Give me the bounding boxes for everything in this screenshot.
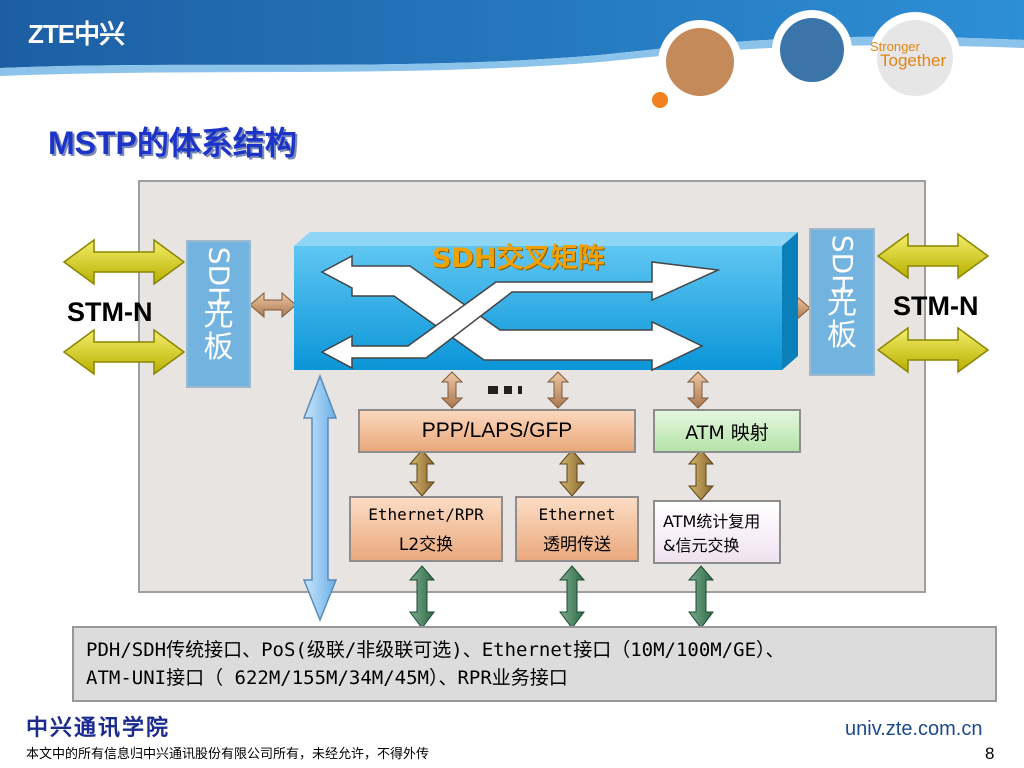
- sdh-board-left-top: SDH: [202, 246, 236, 308]
- footer-url[interactable]: univ.zte.com.cn: [845, 718, 983, 740]
- yellow-arrow-left-top: [62, 238, 186, 286]
- ethernet-rpr-line1: Ethernet/RPR: [368, 505, 484, 524]
- arrow-eth2-interfaces: [558, 565, 586, 629]
- connector-matrix-ppp-2: [546, 371, 570, 409]
- slogan: Stronger Together: [870, 39, 947, 70]
- stm-label-right: STM-N: [893, 291, 979, 321]
- zte-logo: ZTE中兴: [28, 19, 125, 49]
- connector-matrix-atm: [686, 371, 710, 409]
- ellipsis-dots: [488, 386, 522, 394]
- school-name: 中兴通讯学院: [26, 715, 171, 741]
- atm-switch-box: ATM统计复用 &信元交换: [653, 500, 781, 564]
- interfaces-box: PDH/SDH传统接口、PoS(级联/非级联可选)、Ethernet接口（10M…: [72, 626, 997, 702]
- atm-mapping-box: ATM 映射: [653, 409, 801, 453]
- sdh-cross-matrix: [294, 232, 798, 372]
- arrow-matrix-interfaces: [302, 373, 338, 623]
- slogan-line1: Stronger: [870, 39, 920, 54]
- ethernet-rpr-box: Ethernet/RPR L2交换: [349, 496, 503, 562]
- slogan-line2: Together: [880, 51, 947, 70]
- sdh-board-right: SDH 光板: [809, 228, 875, 376]
- header-banner: [0, 0, 1024, 110]
- header-background: [0, 0, 1024, 108]
- sdh-board-right-top: SDH: [826, 234, 859, 296]
- arrow-ppp-eth2: [558, 449, 586, 497]
- matrix-label: SDH交叉矩阵: [432, 243, 605, 274]
- connector-matrix-ppp-1: [440, 371, 464, 409]
- stm-label-left: STM-N: [67, 297, 153, 327]
- arrow-ppp-eth1: [408, 449, 436, 497]
- yellow-arrow-right-bottom: [876, 326, 990, 374]
- ethernet-transparent-line2: 透明传送: [543, 535, 611, 555]
- page-number: 8: [985, 744, 995, 763]
- connector-left: [249, 291, 297, 319]
- sdh-board-left: SDH 光板: [186, 240, 251, 388]
- interfaces-line2: ATM-UNI接口（ 622M/155M/34M/45M）、RPR业务接口: [86, 667, 568, 689]
- atm-switch-line2: &信元交换: [663, 536, 740, 555]
- copyright-notice: 本文中的所有信息归中兴通讯股份有限公司所有，未经允许，不得外传: [26, 747, 430, 762]
- arrow-atm2-interfaces: [687, 565, 715, 629]
- photo-circle-1: [666, 28, 734, 96]
- ethernet-transparent-box: Ethernet 透明传送: [515, 496, 639, 562]
- yellow-arrow-left-bottom: [62, 328, 186, 376]
- sdh-board-left-bottom: 光板: [203, 298, 234, 365]
- arrow-atm-atm2: [687, 449, 715, 501]
- sdh-board-right-bottom: 光板: [827, 286, 857, 353]
- photo-circle-2: [780, 18, 844, 82]
- yellow-arrow-right-top: [876, 232, 990, 280]
- ppp-laps-gfp-box: PPP/LAPS/GFP: [358, 409, 636, 453]
- arrow-eth1-interfaces: [408, 565, 436, 629]
- orange-dot: [652, 92, 668, 108]
- ethernet-transparent-line1: Ethernet: [538, 505, 616, 524]
- atm-switch-line1: ATM统计复用: [663, 512, 761, 531]
- ethernet-rpr-line2: L2交换: [398, 535, 454, 555]
- slide-title: MSTP的体系结构: [48, 125, 297, 161]
- cross-arrows: [320, 254, 721, 372]
- interfaces-line1: PDH/SDH传统接口、PoS(级联/非级联可选)、Ethernet接口（10M…: [86, 639, 785, 661]
